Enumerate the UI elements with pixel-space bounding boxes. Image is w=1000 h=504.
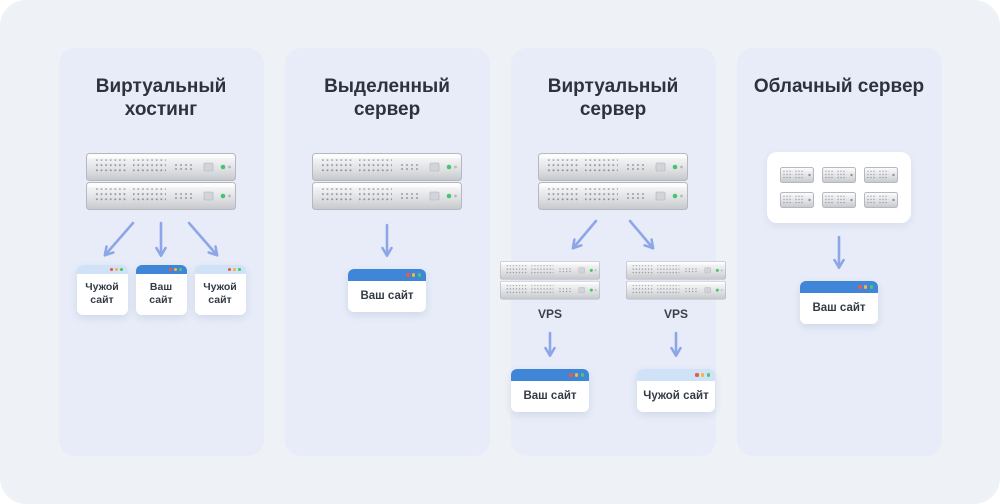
mini-server-icon	[822, 192, 856, 208]
dot-yellow-icon	[174, 268, 177, 271]
dot-red-icon	[228, 268, 231, 271]
mini-server-icon	[822, 167, 856, 183]
browser-bar-icon	[194, 265, 246, 274]
mini-server-icon	[864, 167, 898, 183]
site-label: Чужой сайт	[203, 281, 237, 307]
browser-bar-icon	[800, 281, 878, 293]
site-label: Ваш сайт	[523, 390, 577, 402]
browser-bar-icon	[76, 265, 128, 274]
card-virtual-server: Виртуальный сервер VPS	[500, 48, 726, 456]
mini-server-icon	[780, 192, 814, 208]
mini-server-icon	[780, 167, 814, 183]
down-arrow-icon	[381, 223, 393, 258]
dot-yellow-icon	[412, 273, 416, 277]
split-arrows-icon	[571, 219, 655, 250]
dot-yellow-icon	[575, 373, 579, 377]
vps-rack-icon	[626, 261, 726, 300]
site-window-your: Ваш сайт	[511, 369, 589, 412]
browser-bar-icon	[511, 369, 589, 381]
browser-bar-icon	[135, 265, 187, 274]
browser-bar-icon	[348, 269, 426, 281]
card-title: Выделенный сервер	[324, 76, 450, 121]
vps-column-foreign: VPS Чужой сайт	[626, 261, 726, 412]
vps-column-your: VPS Ваш сайт	[500, 261, 600, 412]
card-title: Виртуальный хостинг	[95, 76, 227, 121]
mini-server-icon	[864, 192, 898, 208]
dot-red-icon	[406, 273, 410, 277]
dot-green-icon	[580, 373, 584, 377]
dot-green-icon	[238, 268, 241, 271]
site-window-foreign: Чужой сайт	[76, 265, 128, 316]
site-window-your: Ваш сайт	[348, 269, 426, 312]
site-window-foreign: Чужой сайт	[637, 369, 715, 412]
fanout-arrows-icon	[103, 221, 219, 258]
vps-label: VPS	[537, 307, 562, 321]
site-label: Ваш сайт	[149, 281, 173, 307]
vps-row: VPS Ваш сайт VPS	[500, 261, 726, 412]
dot-red-icon	[695, 373, 699, 377]
card-cloud-server: Облачный сервер Ваш сайт	[736, 48, 942, 456]
dot-yellow-icon	[701, 373, 705, 377]
site-label: Чужой сайт	[85, 281, 119, 307]
dot-red-icon	[169, 268, 172, 271]
server-rack-icon	[312, 153, 462, 210]
down-arrow-icon	[670, 331, 682, 358]
cloud-servers-box	[767, 152, 911, 223]
dot-green-icon	[417, 273, 421, 277]
site-window-your: Ваш сайт	[800, 281, 878, 324]
dot-red-icon	[110, 268, 113, 271]
vps-label: VPS	[663, 307, 688, 321]
server-rack-icon	[538, 153, 688, 210]
dot-red-icon	[858, 285, 862, 289]
site-label: Чужой сайт	[643, 390, 709, 402]
card-title: Виртуальный сервер	[547, 76, 679, 121]
card-virtual-hosting: Виртуальный хостинг Чужой сайт	[58, 48, 264, 456]
dot-green-icon	[120, 268, 123, 271]
down-arrow-icon	[544, 331, 556, 358]
down-arrow-icon	[833, 235, 845, 270]
card-dedicated-server: Выделенный сервер Ваш сайт	[284, 48, 490, 456]
card-title: Облачный сервер	[753, 76, 925, 97]
site-label: Ваш сайт	[812, 302, 866, 314]
dot-red-icon	[569, 373, 573, 377]
dot-yellow-icon	[115, 268, 118, 271]
site-window-your: Ваш сайт	[135, 265, 187, 316]
dot-yellow-icon	[233, 268, 236, 271]
browser-bar-icon	[637, 369, 715, 381]
dot-green-icon	[179, 268, 182, 271]
dot-yellow-icon	[864, 285, 868, 289]
dot-green-icon	[869, 285, 873, 289]
vps-rack-icon	[500, 261, 600, 300]
dot-green-icon	[706, 373, 710, 377]
site-label: Ваш сайт	[360, 290, 414, 302]
sites-row: Чужой сайт Ваш сайт Чужой сайт	[76, 265, 246, 316]
site-window-foreign: Чужой сайт	[194, 265, 246, 316]
server-rack-icon	[86, 153, 236, 210]
